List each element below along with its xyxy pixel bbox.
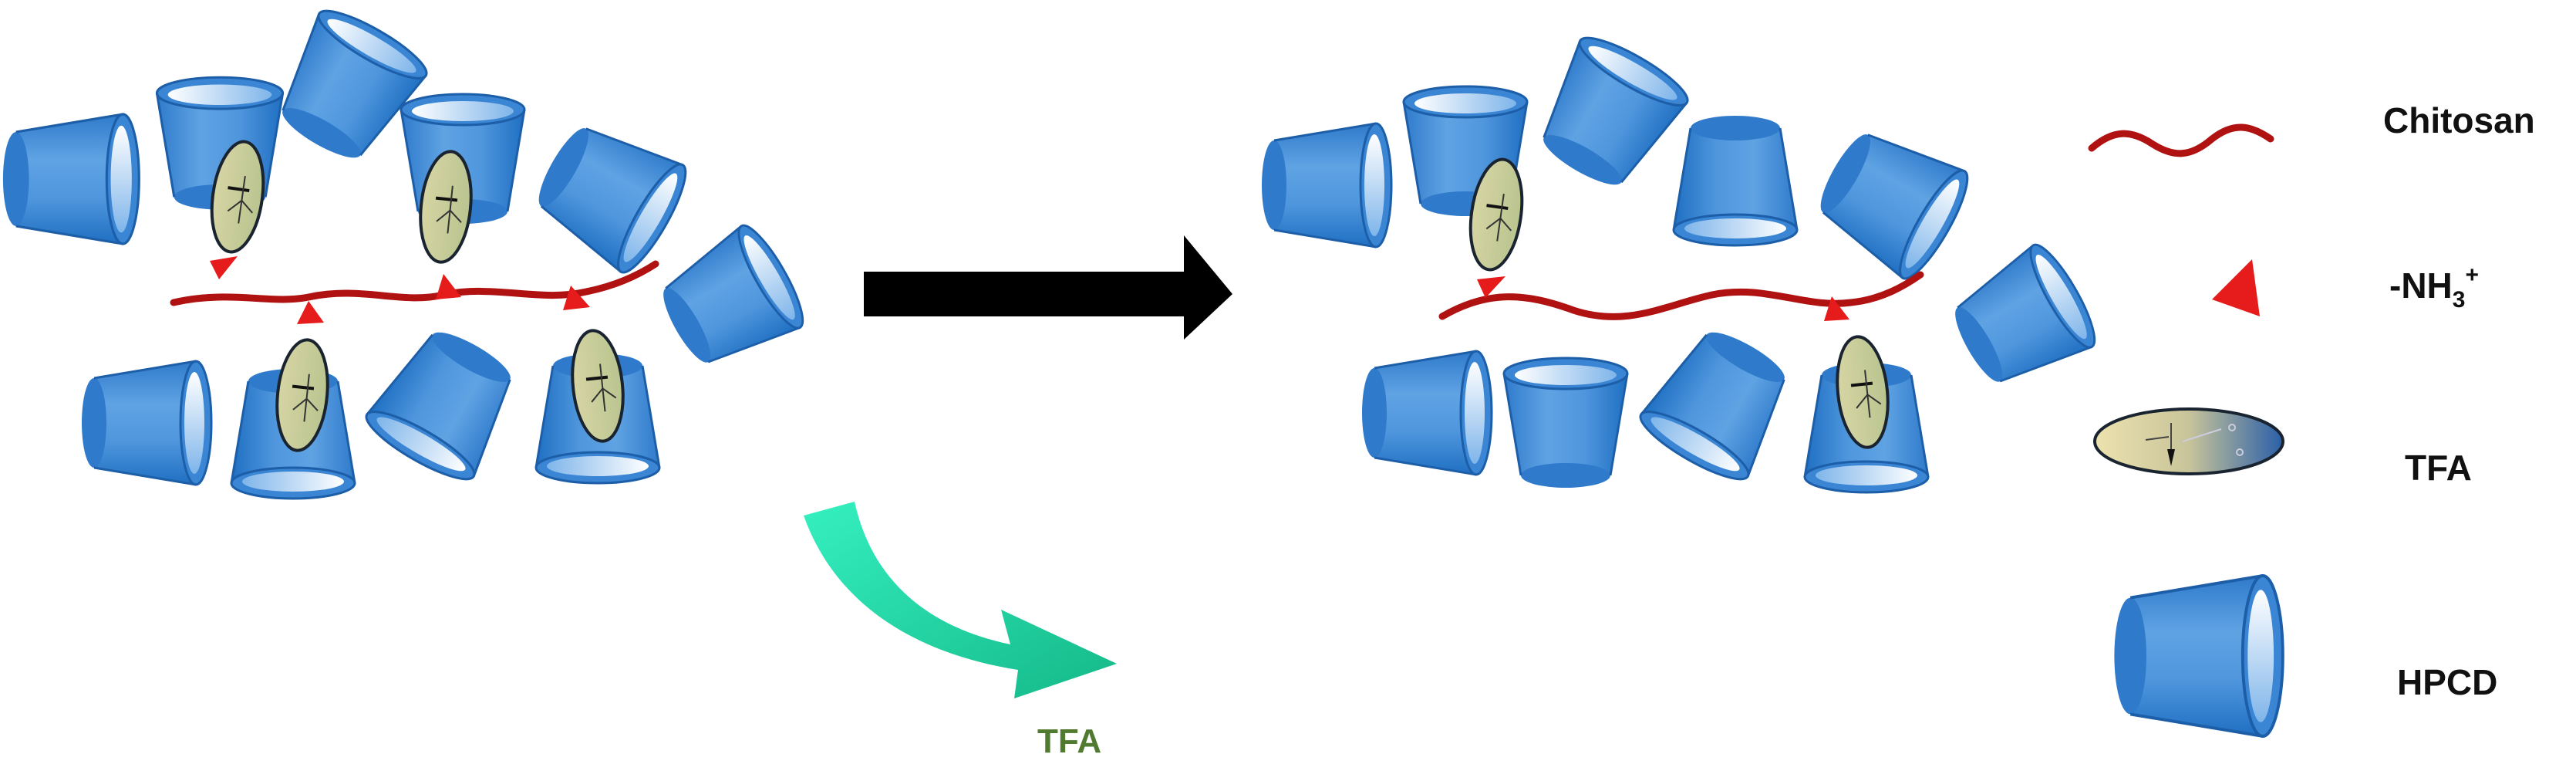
hpcd-cup: [1502, 357, 1629, 489]
legend-hpcd-label: HPCD: [2397, 662, 2497, 702]
hpcd-cup: [1260, 122, 1393, 248]
hpcd-cup: [1672, 114, 1799, 247]
amine-marker: [210, 256, 238, 279]
legend-tfa-label: TFA: [2405, 448, 2472, 488]
amine-marker: [563, 286, 590, 310]
legend-tfa-icon: [2093, 407, 2284, 475]
legend-hpcd-icon: [2112, 574, 2284, 738]
legend-chitosan-label: Chitosan: [2383, 100, 2535, 140]
right-complex: [1260, 26, 2106, 494]
hpcd-cup: [358, 314, 532, 491]
hpcd-cup: [1938, 236, 2106, 403]
hpcd-cup: [1802, 113, 1979, 287]
hpcd-cup: [1522, 26, 1696, 203]
legend-amine-text: -NH: [2389, 265, 2453, 306]
amine-marker: [297, 301, 324, 324]
hpcd-cup: [2, 113, 140, 245]
released-tfa-label: TFA: [1037, 722, 1101, 760]
legend-amine-icon: [2212, 259, 2260, 316]
left-complex: [2, 0, 814, 500]
hpcd-cup: [1632, 314, 1806, 491]
legend-amine-label: -NH3+: [2389, 262, 2479, 313]
release-arrow: [804, 502, 1117, 698]
hpcd-cup: [521, 106, 697, 281]
legend-chitosan-icon: [2088, 123, 2274, 157]
hpcd-cup: [1360, 350, 1493, 476]
chitosan-chain: [1438, 271, 1924, 320]
hpcd-cup: [80, 360, 213, 486]
legend-amine-subscript: 3: [2453, 287, 2466, 313]
amine-marker: [436, 274, 461, 299]
chitosan-chain: [170, 260, 659, 306]
reaction-arrow: [864, 235, 1232, 340]
legend: Chitosan -NH3+ TFA HPCD: [2088, 100, 2535, 738]
amine-marker: [1477, 276, 1505, 298]
hpcd-cup: [646, 217, 814, 384]
amine-marker: [1824, 296, 1849, 321]
legend-amine-superscript: +: [2465, 262, 2479, 288]
